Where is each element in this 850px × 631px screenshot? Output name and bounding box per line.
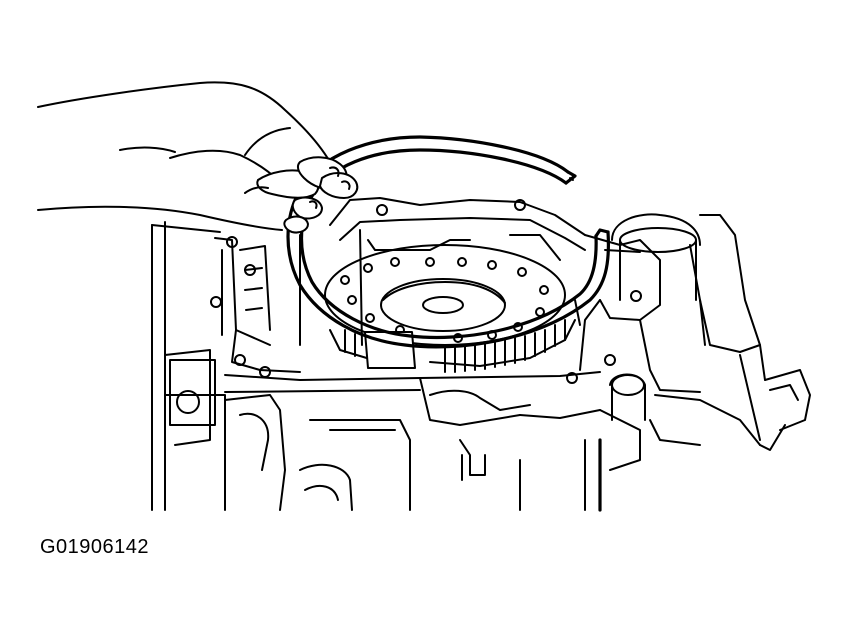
clutch-hub-icon <box>299 229 581 373</box>
snap-ring-icon <box>286 135 611 349</box>
figure-code-label: G01906142 <box>40 536 150 558</box>
transmission-housing-icon <box>151 197 811 512</box>
hand-icon <box>37 81 359 234</box>
